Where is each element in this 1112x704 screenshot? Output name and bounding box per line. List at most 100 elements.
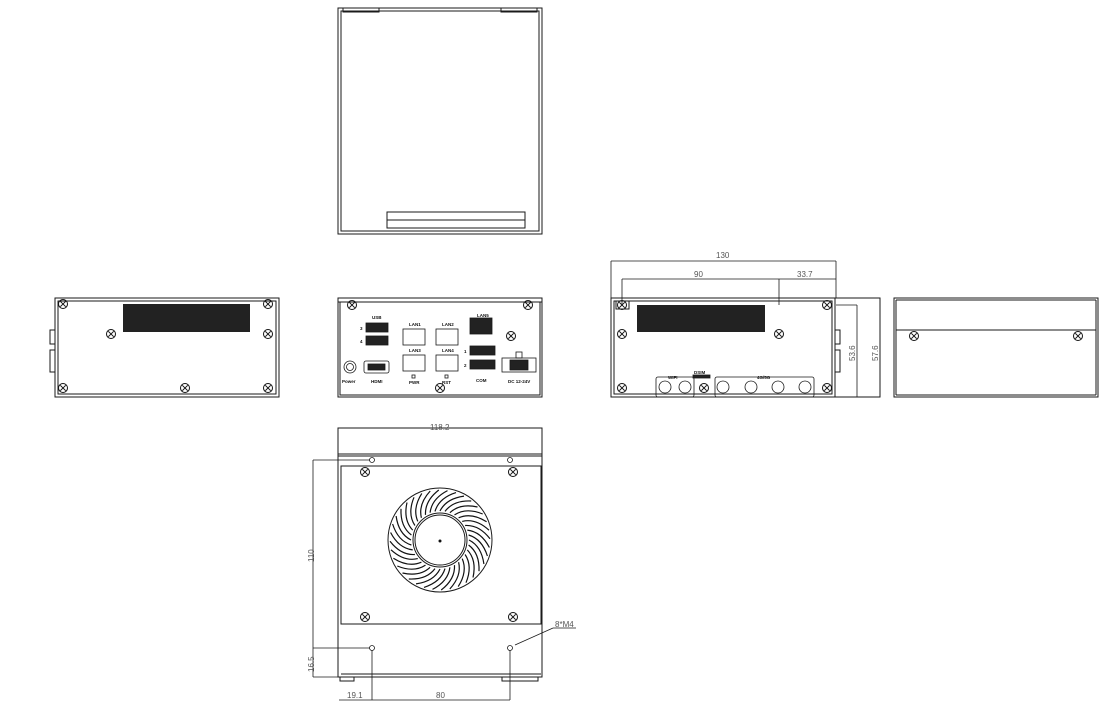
fan-blade — [424, 489, 440, 515]
fan-blade — [393, 557, 422, 565]
fan-blade — [458, 515, 487, 523]
bottom-dimensions: 118.2 110 16.5 19.1 80 8*M4 — [307, 423, 576, 701]
fan-blade — [415, 568, 441, 585]
dc-in-label: DC 12-24V — [508, 379, 530, 384]
fan-blade — [389, 540, 415, 556]
rear-dimensions: 130 90 33.7 53.6 57.6 — [610, 251, 881, 397]
fan-blade — [465, 524, 491, 540]
fan-blade — [449, 505, 478, 514]
lan1-label: LAN1 — [409, 322, 421, 327]
screw-icon — [822, 300, 832, 310]
usb-label: USB — [372, 315, 382, 320]
screw-icon — [58, 299, 68, 309]
screw-icon — [774, 329, 784, 339]
fan-blade — [439, 495, 465, 512]
right-side-view — [893, 297, 1099, 398]
dim-hole-spacing-rear: 90 — [694, 270, 703, 279]
mount-hole — [507, 457, 513, 463]
lan5-label: LAN5 — [477, 313, 489, 318]
rear-view: WIFI DSIM 4G/5G 130 90 33.7 53.6 57.6 — [610, 251, 881, 398]
port-4-label: 4 — [360, 339, 363, 344]
fan-blade — [468, 534, 488, 557]
screw-icon — [347, 300, 357, 310]
fan-blade — [429, 490, 448, 513]
fan — [387, 487, 493, 593]
lan2-label: LAN2 — [442, 322, 454, 327]
lte-label: 4G/5G — [757, 375, 771, 380]
com1-label: 1 — [464, 349, 467, 354]
left-side-view — [49, 297, 280, 398]
fan-blade — [432, 567, 451, 590]
fan-blade — [390, 549, 418, 560]
screw-icon — [508, 467, 518, 477]
fan-blade — [397, 564, 426, 570]
wifi-label: WIFI — [668, 375, 678, 380]
screw-icon — [699, 383, 709, 393]
fan-blade — [392, 523, 412, 546]
fan-blade — [420, 490, 431, 518]
front-view: USB 3 4 LAN1 LAN2 LAN3 LAN4 LAN5 1 2 COM… — [337, 297, 543, 398]
screw-icon — [263, 329, 273, 339]
top-view — [337, 7, 543, 235]
lan4-label: LAN4 — [442, 348, 454, 353]
fan-blade — [467, 529, 490, 548]
fan-blade — [468, 544, 480, 572]
screw-icon — [617, 329, 627, 339]
screw-icon — [106, 329, 116, 339]
fan-blade — [408, 568, 436, 580]
mount-hole — [369, 645, 375, 651]
fan-blade — [454, 510, 483, 516]
fan-blade — [400, 508, 412, 536]
mount-hole — [369, 457, 375, 463]
screw-icon — [822, 383, 832, 393]
fan-blade — [395, 515, 412, 541]
power-label: Power — [342, 379, 356, 384]
fan-blade — [466, 549, 475, 578]
dim-bottom-depth: 110 — [307, 549, 316, 562]
pwr-led-label: PWR — [409, 380, 420, 385]
mount-hole — [507, 645, 513, 651]
lan3-label: LAN3 — [409, 348, 421, 353]
port-3-label: 3 — [360, 326, 363, 331]
fan-blade — [462, 520, 490, 531]
rst-label: RST — [442, 380, 451, 385]
fan-blade — [405, 502, 414, 531]
com2-label: 2 — [464, 363, 467, 368]
fan-blade — [402, 566, 431, 575]
fan-blade — [390, 532, 413, 551]
screw-icon — [1073, 331, 1083, 341]
sim-label: DSIM — [694, 370, 706, 375]
screw-icon — [263, 383, 273, 393]
screw-icon — [360, 467, 370, 477]
screw-icon — [506, 331, 516, 341]
screw-icon — [508, 612, 518, 622]
dim-hole-spacing-bottom: 80 — [436, 691, 445, 700]
fan-blade — [468, 539, 485, 565]
fan-blade — [423, 568, 446, 588]
screw-icon — [909, 331, 919, 341]
fan-blade — [444, 500, 472, 512]
fan-blade — [415, 493, 423, 522]
fan-blade — [457, 558, 465, 587]
screw-icon — [523, 300, 533, 310]
screw-icon — [263, 299, 273, 309]
vent-grille — [637, 305, 765, 332]
screw-icon — [58, 383, 68, 393]
fan-blade — [410, 497, 416, 526]
screw-icon — [180, 383, 190, 393]
dim-overall-width: 130 — [716, 251, 730, 260]
fan-blade — [464, 554, 470, 583]
dim-bottom-width: 118.2 — [430, 423, 450, 432]
fan-blade — [449, 562, 460, 590]
dim-body-height: 53.6 — [848, 345, 857, 361]
dim-overall-height: 57.6 — [871, 345, 880, 361]
dim-mount-holes: 8*M4 — [555, 620, 574, 629]
dim-hole-offset-x: 19.1 — [347, 691, 363, 700]
dim-hole-offset-rear: 33.7 — [797, 270, 813, 279]
dim-hole-offset-y: 16.5 — [307, 656, 316, 672]
vent-grille — [123, 304, 250, 332]
com-label: COM — [476, 378, 487, 383]
screw-icon — [435, 383, 445, 393]
hdmi-label: HDMI — [371, 379, 383, 384]
